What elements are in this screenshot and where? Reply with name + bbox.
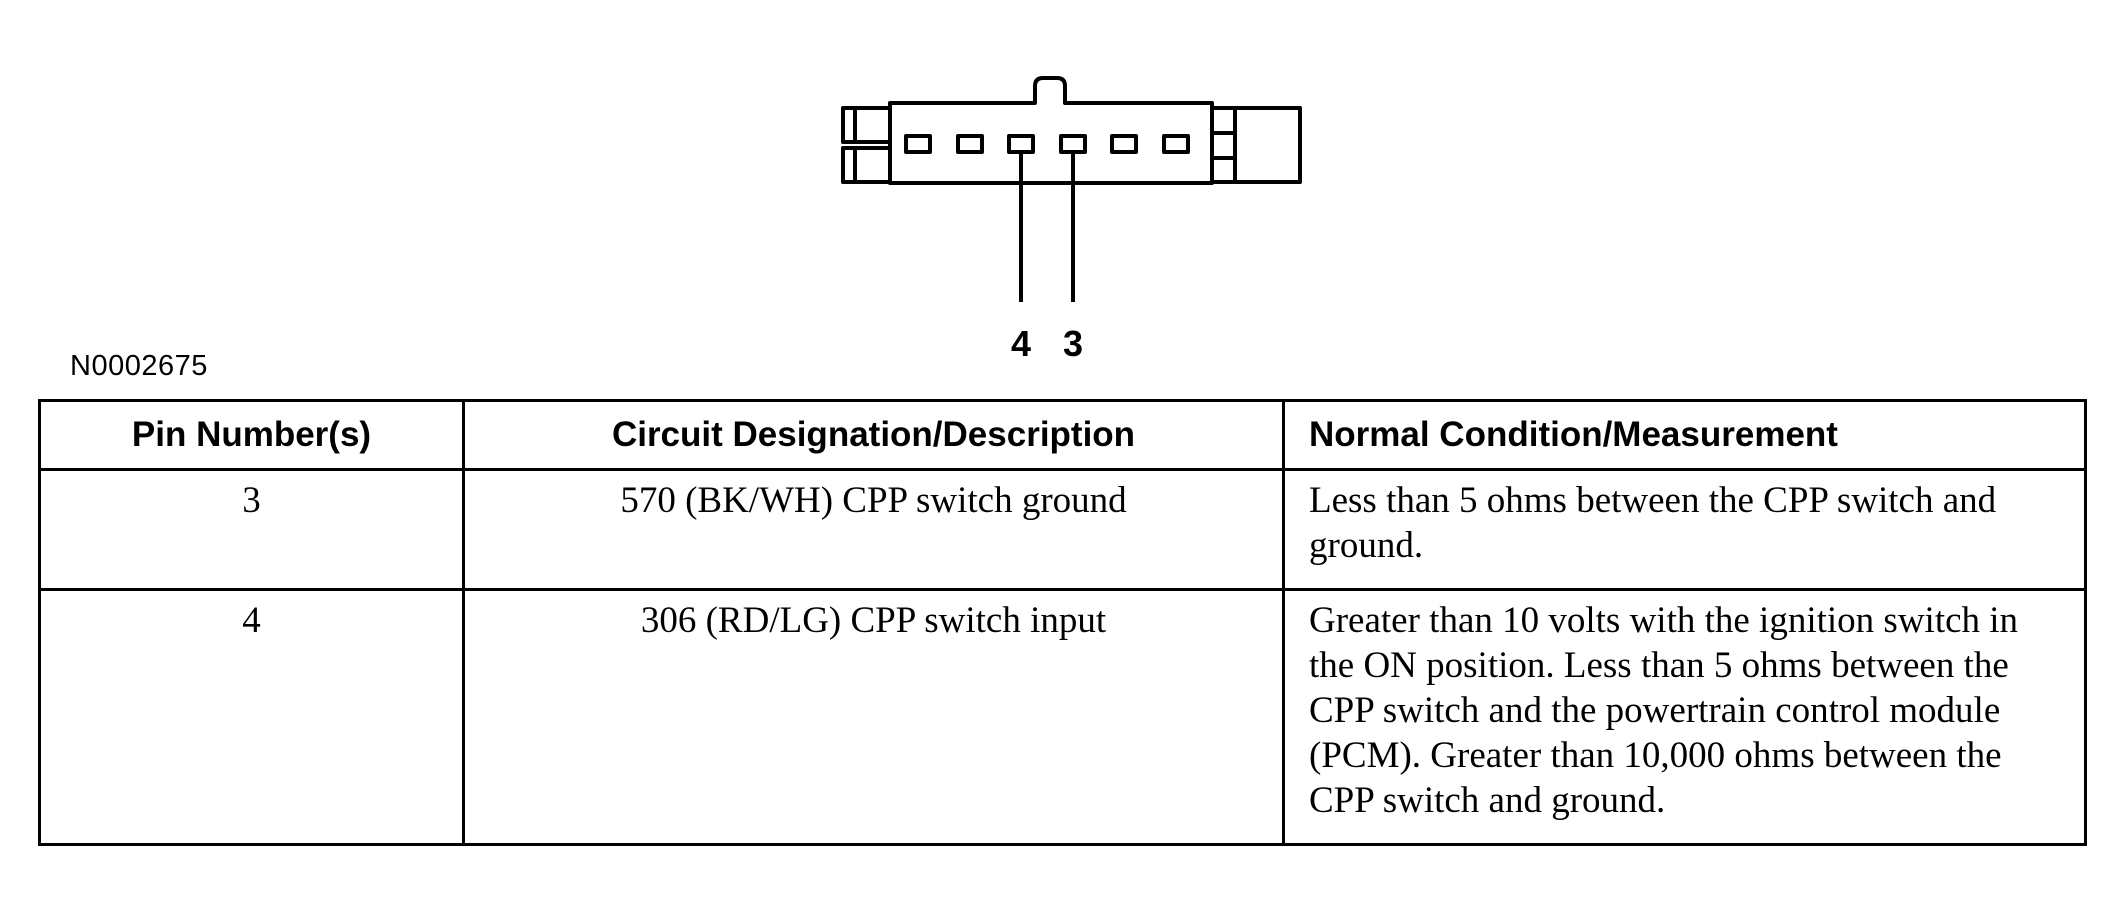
pinout-table: Pin Number(s) Circuit Designation/Descri…	[38, 399, 2087, 846]
terminal-cavity-2	[956, 134, 984, 154]
header-pin-numbers: Pin Number(s)	[38, 399, 465, 471]
cell-condition: Greater than 10 volts with the ignition …	[1282, 588, 2087, 846]
cell-condition: Less than 5 ohms between the CPP switch …	[1282, 468, 2087, 591]
terminal-cavity-4	[1059, 134, 1087, 154]
connector-body	[888, 76, 1214, 185]
terminal-cavity-3	[1007, 134, 1035, 154]
pin-label-4: 4	[1011, 323, 1031, 364]
cell-pin: 3	[38, 468, 465, 591]
pin-label-3: 3	[1063, 323, 1083, 364]
cell-pin: 4	[38, 588, 465, 846]
table-header-row: Pin Number(s) Circuit Designation/Descri…	[38, 399, 2087, 471]
terminal-cavity-1	[904, 134, 932, 154]
cell-circuit: 306 (RD/LG) CPP switch input	[462, 588, 1285, 846]
connector-diagram: 4 3	[841, 76, 1302, 364]
terminal-cavity-6	[1162, 134, 1190, 154]
connector-latch	[1210, 106, 1302, 184]
terminal-cavity-5	[1110, 134, 1138, 154]
cell-circuit: 570 (BK/WH) CPP switch ground	[462, 468, 1285, 591]
figure-id: N0002675	[70, 350, 208, 382]
header-normal-condition: Normal Condition/Measurement	[1282, 399, 2087, 471]
table-row: 3 570 (BK/WH) CPP switch ground Less tha…	[38, 468, 2087, 591]
table-row: 4 306 (RD/LG) CPP switch input Greater t…	[38, 588, 2087, 846]
connector-left-clips	[841, 106, 892, 184]
header-circuit-description: Circuit Designation/Description	[462, 399, 1285, 471]
